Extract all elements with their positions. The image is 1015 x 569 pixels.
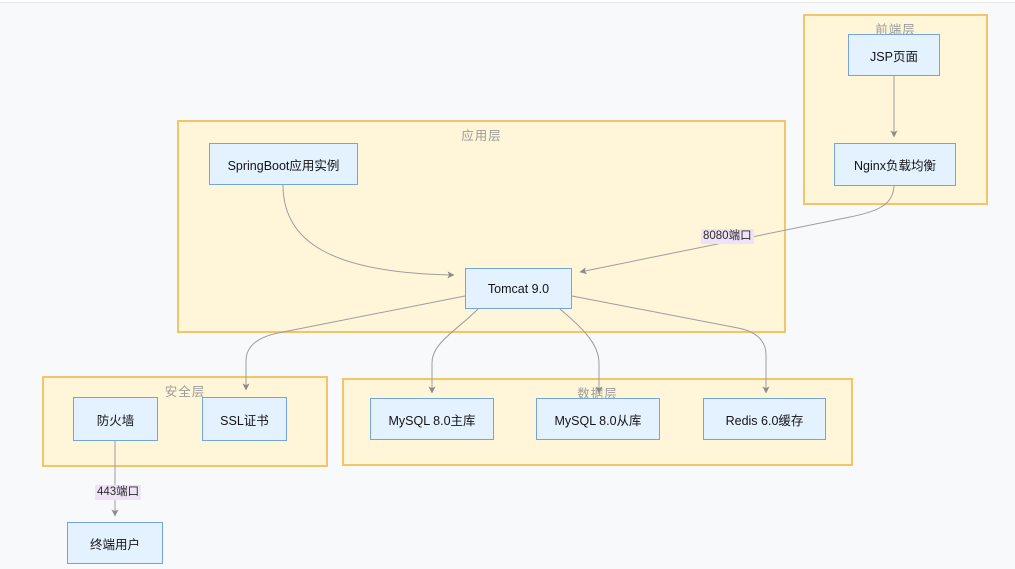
node-end-user[interactable]: 终端用户 bbox=[67, 522, 163, 564]
node-mysql-slave[interactable]: MySQL 8.0从库 bbox=[536, 398, 660, 440]
node-tomcat[interactable]: Tomcat 9.0 bbox=[465, 268, 572, 309]
node-firewall[interactable]: 防火墙 bbox=[73, 397, 158, 441]
node-nginx-load-balancer[interactable]: Nginx负载均衡 bbox=[834, 143, 956, 186]
edge-tomcat-to-redis[interactable] bbox=[571, 295, 770, 394]
edge-tomcat-to-ssl[interactable] bbox=[242, 295, 466, 391]
layer-title-application: 应用层 bbox=[461, 129, 502, 143]
node-ssl-certificate[interactable]: SSL证书 bbox=[202, 397, 287, 441]
node-jsp-page[interactable]: JSP页面 bbox=[848, 34, 940, 76]
node-springboot-instance[interactable]: SpringBoot应用实例 bbox=[209, 143, 358, 185]
diagram-edges bbox=[111, 76, 898, 517]
edge-tomcat-to-mysql-slave[interactable] bbox=[559, 308, 603, 394]
edge-label-port-8080[interactable]: 8080端口 bbox=[701, 229, 754, 244]
layer-title-security: 安全层 bbox=[164, 385, 206, 399]
edge-springboot-to-tomcat[interactable] bbox=[282, 184, 455, 279]
edge-tomcat-to-mysql-master[interactable] bbox=[428, 308, 479, 394]
edge-label-port-443[interactable]: 443端口 bbox=[95, 485, 142, 500]
edge-nginx-to-tomcat[interactable] bbox=[579, 185, 895, 275]
layer-title-frontend: 前端层 bbox=[875, 23, 916, 37]
node-mysql-master[interactable]: MySQL 8.0主库 bbox=[370, 398, 494, 440]
node-redis-cache[interactable]: Redis 6.0缓存 bbox=[703, 398, 826, 440]
layer-title-data: 数据层 bbox=[577, 387, 618, 401]
